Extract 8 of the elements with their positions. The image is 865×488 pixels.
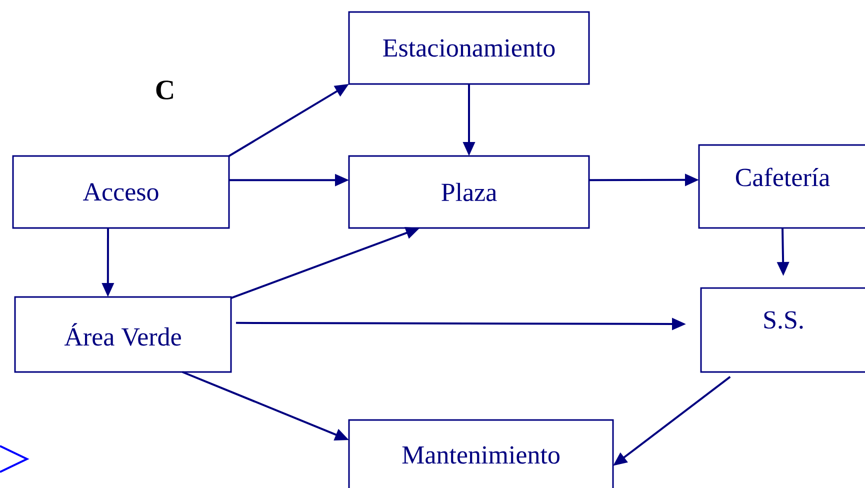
process-box: Plaza [348,155,590,229]
process-box: Cafetería [698,144,865,229]
letter-label: C [156,80,173,100]
process-box: Estacionamiento [348,11,590,85]
process-box: Acceso [12,155,230,229]
process-box: Área Verde [14,296,232,373]
process-box: S.S. [700,287,865,373]
process-box: Mantenimiento [348,419,614,488]
